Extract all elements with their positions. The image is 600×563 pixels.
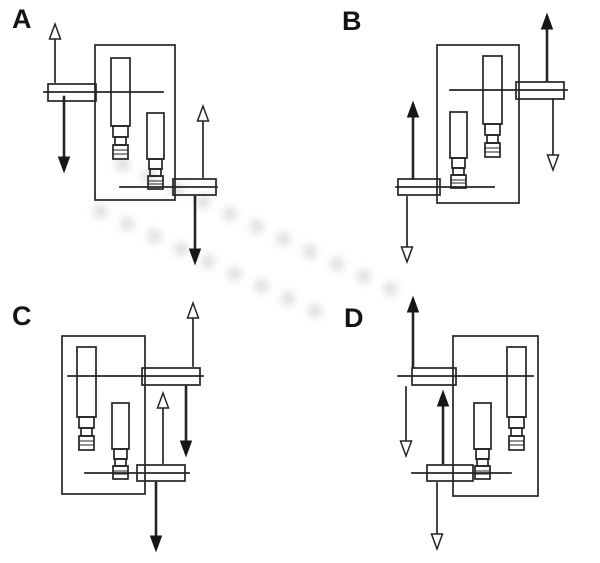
gear2-step1 (475, 448, 490, 460)
input-up-arrow-head (186, 300, 200, 319)
gear1-step1 (78, 416, 95, 429)
gear1-step3 (508, 435, 525, 451)
output-down-arrow-head (188, 248, 202, 266)
gear2-step2 (476, 458, 489, 467)
gear2-step1 (451, 157, 466, 169)
gear1-step2 (80, 427, 93, 437)
option-label-d: D (344, 303, 364, 333)
gear1-step1 (484, 123, 501, 136)
gear-train-drawing-b (395, 12, 568, 265)
output-up-arrow-head (406, 100, 420, 118)
housing (436, 44, 520, 204)
panel-option-d: D (300, 281, 600, 563)
gear1-step2 (486, 134, 499, 144)
gear1-step3 (78, 435, 95, 451)
output-up-arrow-head (156, 390, 170, 409)
option-label-b: B (342, 6, 362, 36)
gear1-step1 (112, 125, 129, 138)
gear-train-drawing-c (61, 300, 204, 553)
input-down-arrow-head (57, 156, 71, 174)
gear2-step3 (450, 174, 467, 189)
housing (94, 44, 176, 201)
output-up-arrow-head (436, 389, 450, 407)
panel-option-c: C (0, 281, 300, 563)
panel-option-a: A (0, 0, 300, 282)
gear2-step3 (147, 175, 164, 190)
panel-option-b: B (300, 0, 600, 282)
gear1-step2 (510, 427, 523, 437)
gear1-step3 (112, 144, 129, 160)
gear1-step2 (114, 136, 127, 146)
output-down-arrow-head (149, 535, 163, 553)
input-up-arrow-head (48, 21, 62, 40)
housing (61, 335, 146, 495)
gear-train-drawing-d (397, 295, 539, 552)
gear1-step1 (508, 416, 525, 429)
gear1 (76, 346, 97, 418)
option-label-a: A (12, 4, 32, 34)
gear2-step2 (149, 168, 162, 177)
input-up-arrow-head (406, 295, 420, 313)
housing (452, 335, 539, 497)
input-down-arrow-head (399, 440, 413, 459)
gear2-step1 (113, 448, 128, 460)
gear2-step1 (148, 158, 163, 170)
output-up-arrow-head (196, 103, 210, 122)
gear2-step2 (114, 458, 127, 467)
gear2-step2 (452, 167, 465, 176)
gear2 (473, 402, 492, 450)
input-down-arrow-head (546, 154, 560, 173)
input-up-arrow-head (540, 12, 554, 30)
gear2 (449, 111, 468, 159)
option-label-c: C (12, 301, 32, 331)
output-down-arrow-head (430, 533, 444, 552)
gear-train-drawing-a (43, 21, 218, 266)
gear1 (506, 346, 527, 418)
gear2 (111, 402, 130, 450)
input-down-arrow-head (179, 440, 193, 458)
output-down-arrow-head (400, 246, 414, 265)
gear2 (146, 112, 165, 160)
gear1-step3 (484, 142, 501, 158)
